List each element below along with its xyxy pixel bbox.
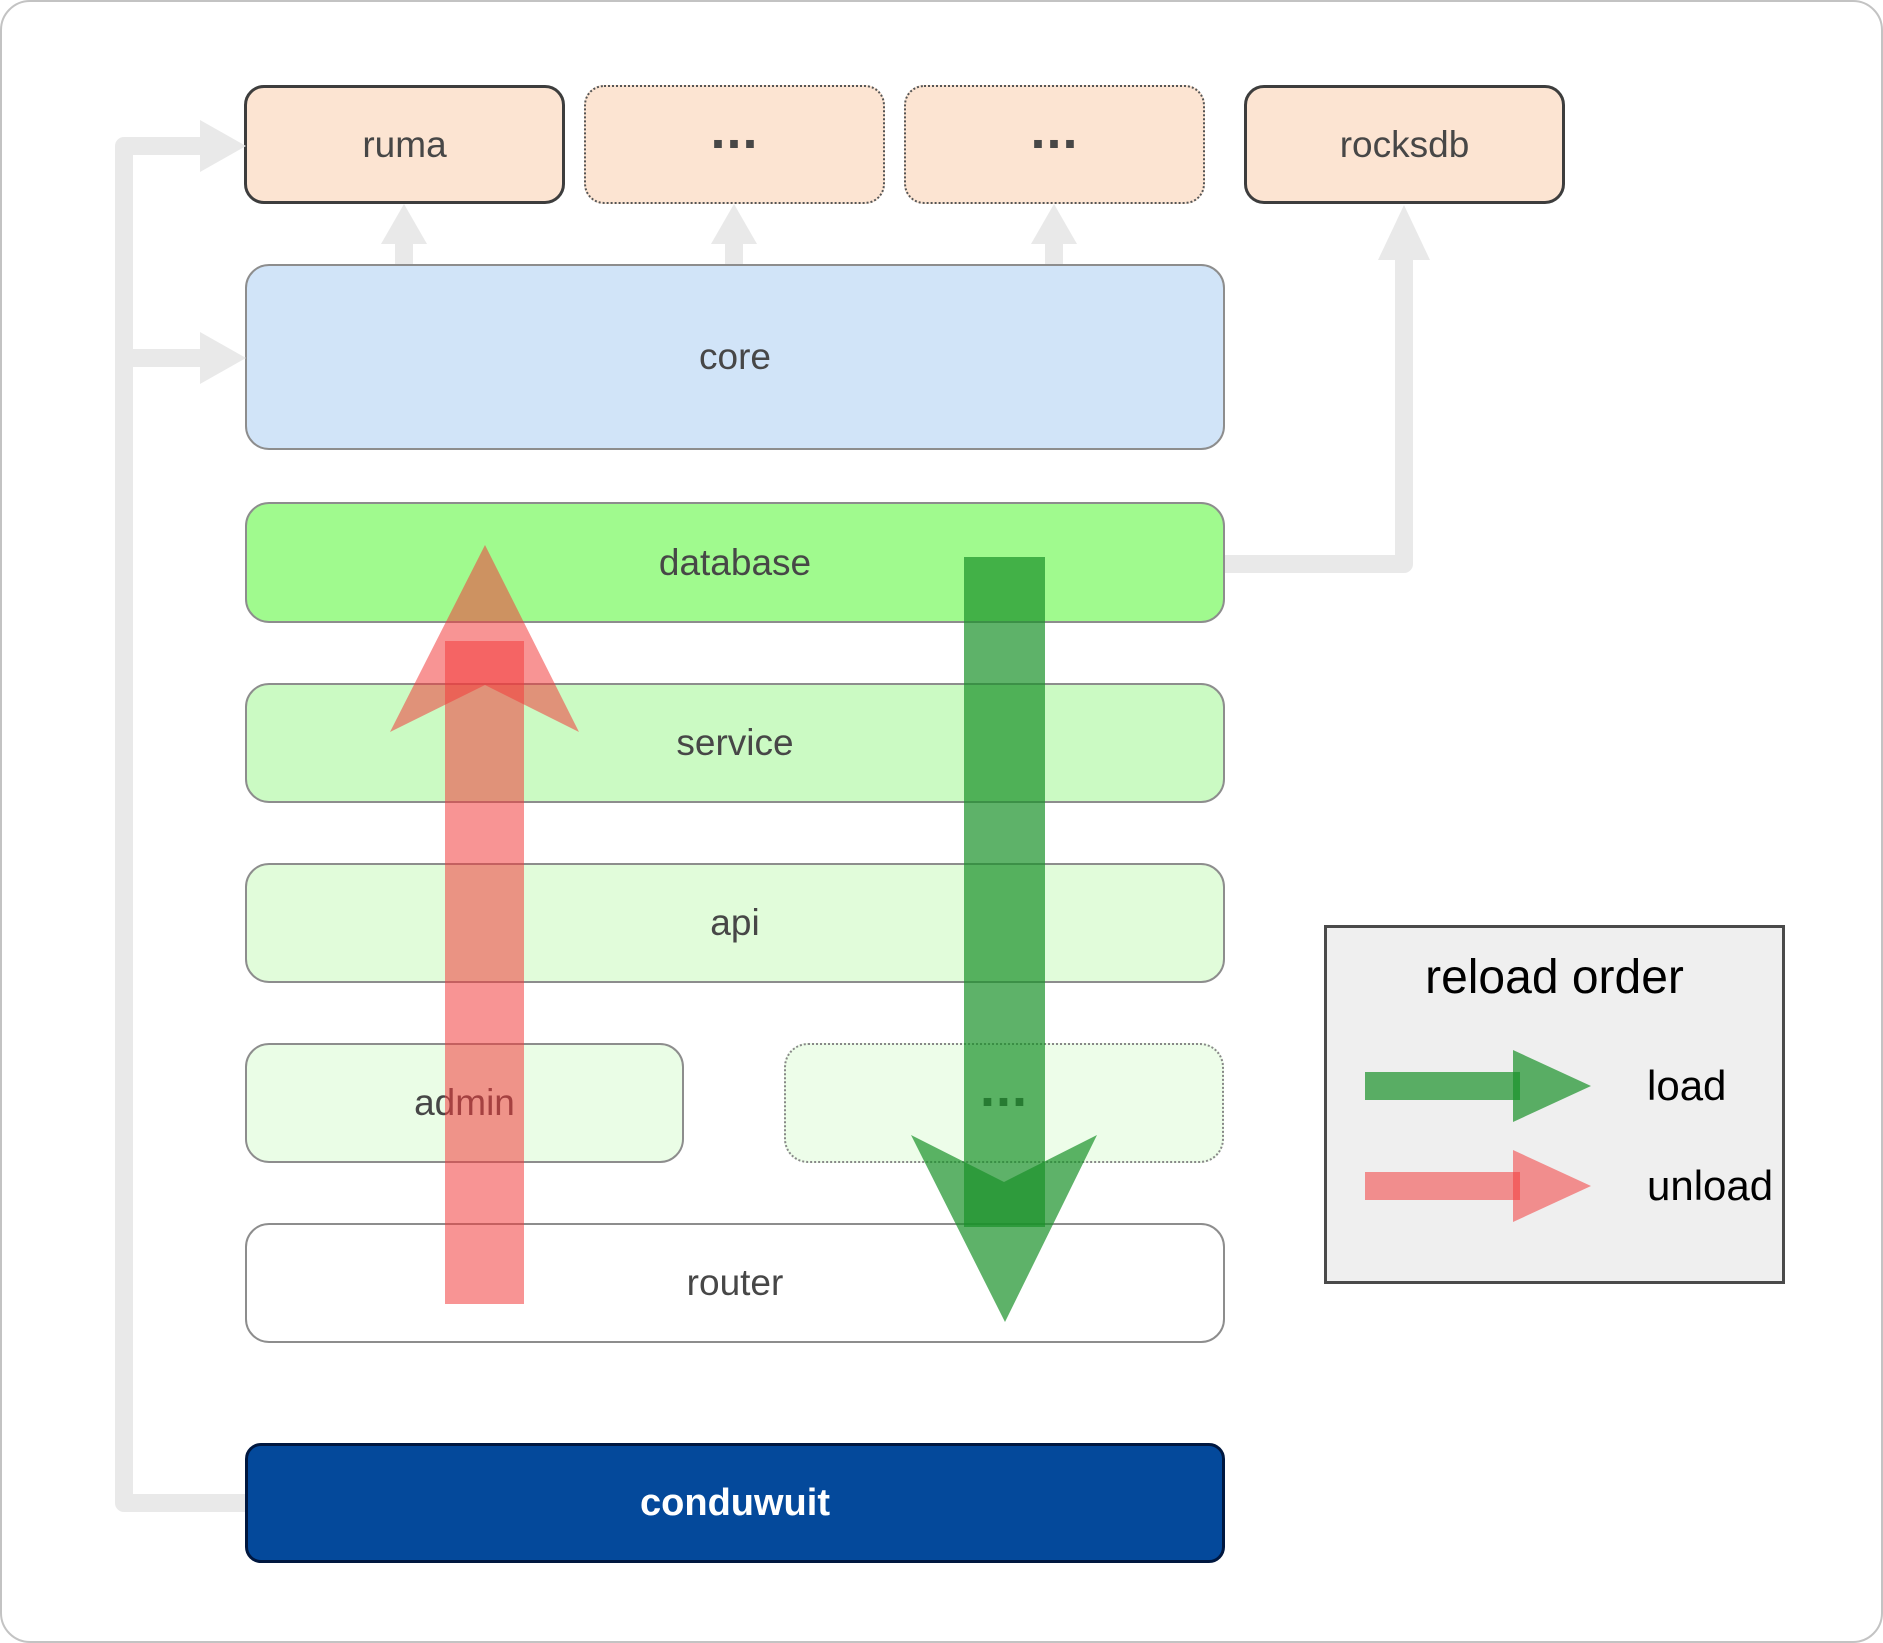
arrowhead-core-ruma: [381, 204, 427, 244]
arrowhead-to-rocksdb: [1378, 205, 1430, 260]
arrowhead-to-core: [200, 332, 246, 384]
box-ellipsis-mid-label: ...: [979, 1057, 1028, 1118]
connector-database-to-rocksdb: [1225, 260, 1413, 573]
load-arrow-icon: [1365, 1050, 1591, 1122]
box-rocksdb: rocksdb: [1244, 85, 1565, 204]
legend-row-load: load: [1365, 1046, 1726, 1126]
box-ellipsis-top-2-label: ...: [1030, 99, 1079, 160]
box-conduwuit-label: conduwuit: [640, 1481, 830, 1524]
unload-arrow-icon: [1365, 1150, 1591, 1222]
box-core-label: core: [699, 336, 771, 377]
legend-title: reload order: [1425, 951, 1684, 1004]
box-api-label: api: [710, 902, 760, 943]
arrowhead-core-ellipsis-2: [1031, 204, 1077, 244]
box-ellipsis-top-1-label: ...: [710, 99, 759, 160]
box-router: router: [245, 1223, 1225, 1343]
box-core: core: [245, 264, 1225, 450]
legend-label-load: load: [1647, 1062, 1727, 1109]
box-ellipsis-top-1: ...: [584, 85, 885, 204]
box-api: api: [245, 863, 1225, 983]
legend-row-unload: unload: [1365, 1146, 1773, 1226]
arrowhead-core-ellipsis-1: [711, 204, 757, 244]
box-admin: admin: [245, 1043, 684, 1163]
box-admin-label: admin: [414, 1082, 515, 1123]
connector-conduwuit-to-ruma: [115, 137, 245, 1512]
box-router-label: router: [686, 1262, 784, 1303]
box-ellipsis-mid: ...: [784, 1043, 1224, 1163]
box-database: database: [245, 502, 1225, 623]
box-ruma: ruma: [244, 85, 565, 204]
box-ellipsis-top-2: ...: [904, 85, 1205, 204]
legend-label-unload: unload: [1647, 1162, 1774, 1209]
box-service-label: service: [676, 722, 794, 763]
box-conduwuit: conduwuit: [245, 1443, 1225, 1563]
legend: reload order load unload: [1324, 925, 1785, 1284]
box-service: service: [245, 683, 1225, 803]
arrowhead-to-ruma: [200, 120, 246, 172]
box-database-label: database: [658, 541, 812, 583]
box-rocksdb-label: rocksdb: [1339, 123, 1470, 165]
box-ruma-label: ruma: [362, 123, 447, 165]
